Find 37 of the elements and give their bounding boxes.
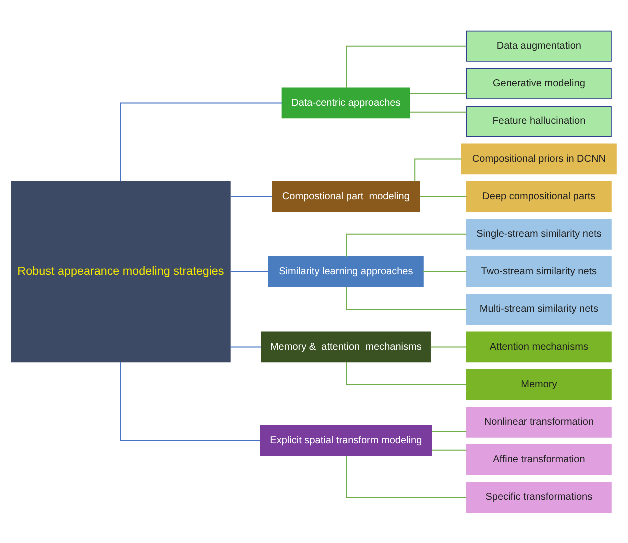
node-box: Compositional priors in DCNN	[461, 143, 617, 174]
connector	[410, 92, 467, 94]
node-box: Multi-stream similarity nets	[466, 294, 612, 325]
connector	[230, 271, 269, 272]
connector	[424, 271, 467, 272]
connector	[410, 111, 467, 112]
node-box: Feature hallucination	[466, 106, 612, 137]
connector	[414, 158, 462, 182]
node-box: Memory	[466, 368, 612, 400]
connector	[120, 102, 282, 182]
node-box: Generative modeling	[466, 68, 612, 99]
connector	[230, 346, 262, 348]
connector	[230, 196, 272, 197]
connector	[120, 362, 260, 441]
connector	[346, 362, 467, 385]
node-box: Single-stream similarity nets	[466, 218, 612, 250]
connector	[346, 45, 467, 88]
connector	[430, 346, 467, 348]
node-box: Affine transformation	[466, 444, 612, 475]
node-box: Nonlinear transformation	[466, 406, 612, 438]
node-box: Attention mechanisms	[466, 331, 612, 362]
node-box: Compostional part modeling	[272, 180, 420, 212]
connector	[432, 430, 467, 432]
node-box: Two-stream similarity nets	[466, 256, 612, 287]
node-box: Explicit spatial transform modeling	[260, 424, 432, 456]
node-box: Robust appearance modeling strategies	[11, 180, 231, 362]
node-box: Specific transformations	[466, 482, 612, 513]
node-box: Data augmentation	[466, 30, 612, 62]
connector	[346, 286, 467, 310]
connector	[346, 233, 467, 256]
node-box: Deep compositional parts	[466, 180, 612, 212]
node-box: Data-centric approaches	[282, 87, 411, 118]
connector	[346, 456, 467, 498]
node-box: Memory & attention mechanisms	[261, 331, 431, 362]
connector	[432, 449, 467, 450]
node-box: Similarity learning approaches	[268, 256, 424, 287]
connector	[420, 196, 467, 197]
